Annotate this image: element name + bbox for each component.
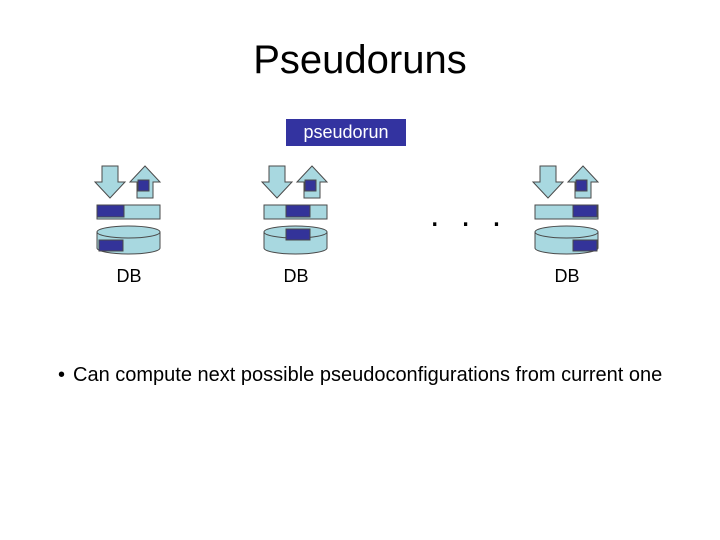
config-unit-1 (93, 165, 162, 255)
config-unit-3 (531, 165, 600, 255)
ellipsis: . . . (430, 196, 508, 234)
bullet-text: Can compute next possible pseudoconfigur… (73, 364, 663, 386)
config-block-icon (304, 179, 317, 192)
config-block-icon (285, 204, 311, 218)
down-arrow-icon (260, 165, 294, 199)
slide-title: Pseudoruns (253, 38, 467, 82)
pseudorun-box: pseudorun (286, 119, 406, 146)
db-label-2: DB (283, 266, 309, 286)
down-arrow-icon (93, 165, 127, 199)
bullet-marker: • (58, 364, 66, 386)
config-block-icon (575, 179, 588, 192)
config-block-icon (96, 204, 125, 218)
config-block-icon (572, 239, 598, 252)
config-unit-2 (260, 165, 329, 255)
config-block-icon (98, 239, 124, 252)
db-label-1: DB (116, 266, 142, 286)
down-arrow-icon (531, 165, 565, 199)
db-label-3: DB (554, 266, 580, 286)
config-block-icon (285, 228, 311, 241)
bullet-point: • Can compute next possible pseudoconfigu… (58, 364, 662, 387)
config-block-icon (137, 179, 150, 192)
config-block-icon (572, 204, 598, 218)
